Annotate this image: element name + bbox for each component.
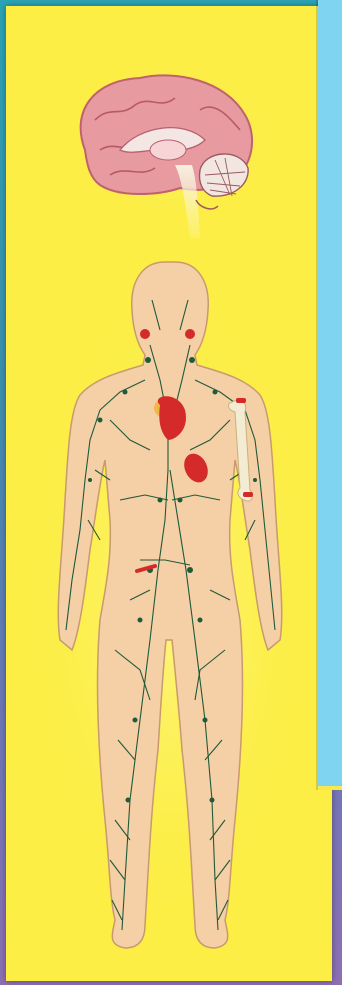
- tonsil-left: [140, 329, 150, 339]
- tonsil-right: [185, 329, 195, 339]
- brain-illustration: [60, 60, 280, 238]
